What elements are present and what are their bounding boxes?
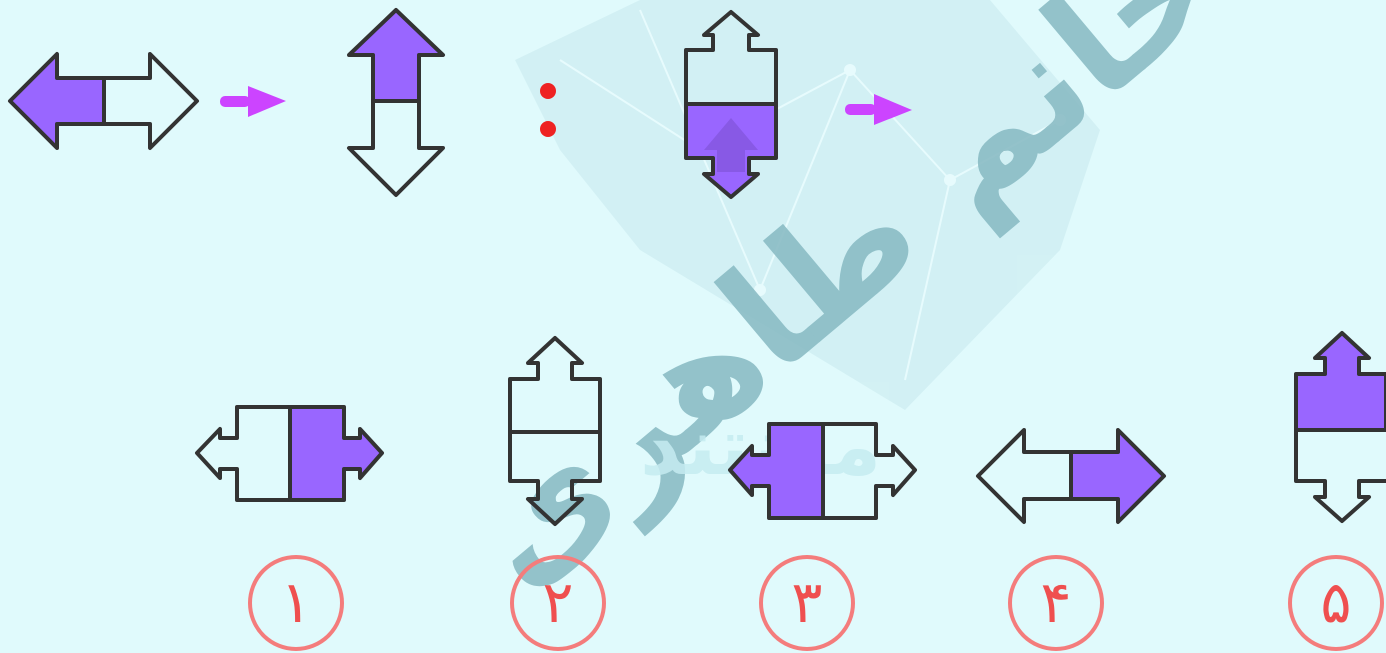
pointer-arrow-icon xyxy=(845,94,912,125)
option-2-number[interactable]: ۲ xyxy=(510,555,606,651)
option-1-number[interactable]: ۱ xyxy=(248,555,344,651)
option-1-figure[interactable] xyxy=(195,405,384,502)
figure-1-left-half xyxy=(8,52,106,150)
figure-3-vertical-box-arrows xyxy=(684,10,778,199)
figure-1-horizontal-double-arrow xyxy=(8,52,199,150)
figure-2-bottom-half xyxy=(347,99,445,197)
figure-2-top-half xyxy=(347,8,445,103)
figure-3-shadow-arrow xyxy=(704,118,758,172)
option-4-number[interactable]: ۴ xyxy=(1008,555,1104,651)
figure-2-vertical-double-arrow xyxy=(347,8,445,197)
option-2-figure[interactable] xyxy=(508,336,602,526)
analogy-colon xyxy=(540,83,556,137)
pointer-arrow-icon xyxy=(220,86,286,117)
option-4-figure[interactable] xyxy=(976,428,1166,524)
figure-1-right-half xyxy=(102,52,199,150)
option-5-number[interactable]: ۵ xyxy=(1288,555,1384,651)
option-3-figure[interactable] xyxy=(728,422,917,520)
option-5-figure[interactable] xyxy=(1294,331,1386,523)
option-3-number[interactable]: ۳ xyxy=(759,555,855,651)
figure-3-top-half xyxy=(684,10,778,104)
